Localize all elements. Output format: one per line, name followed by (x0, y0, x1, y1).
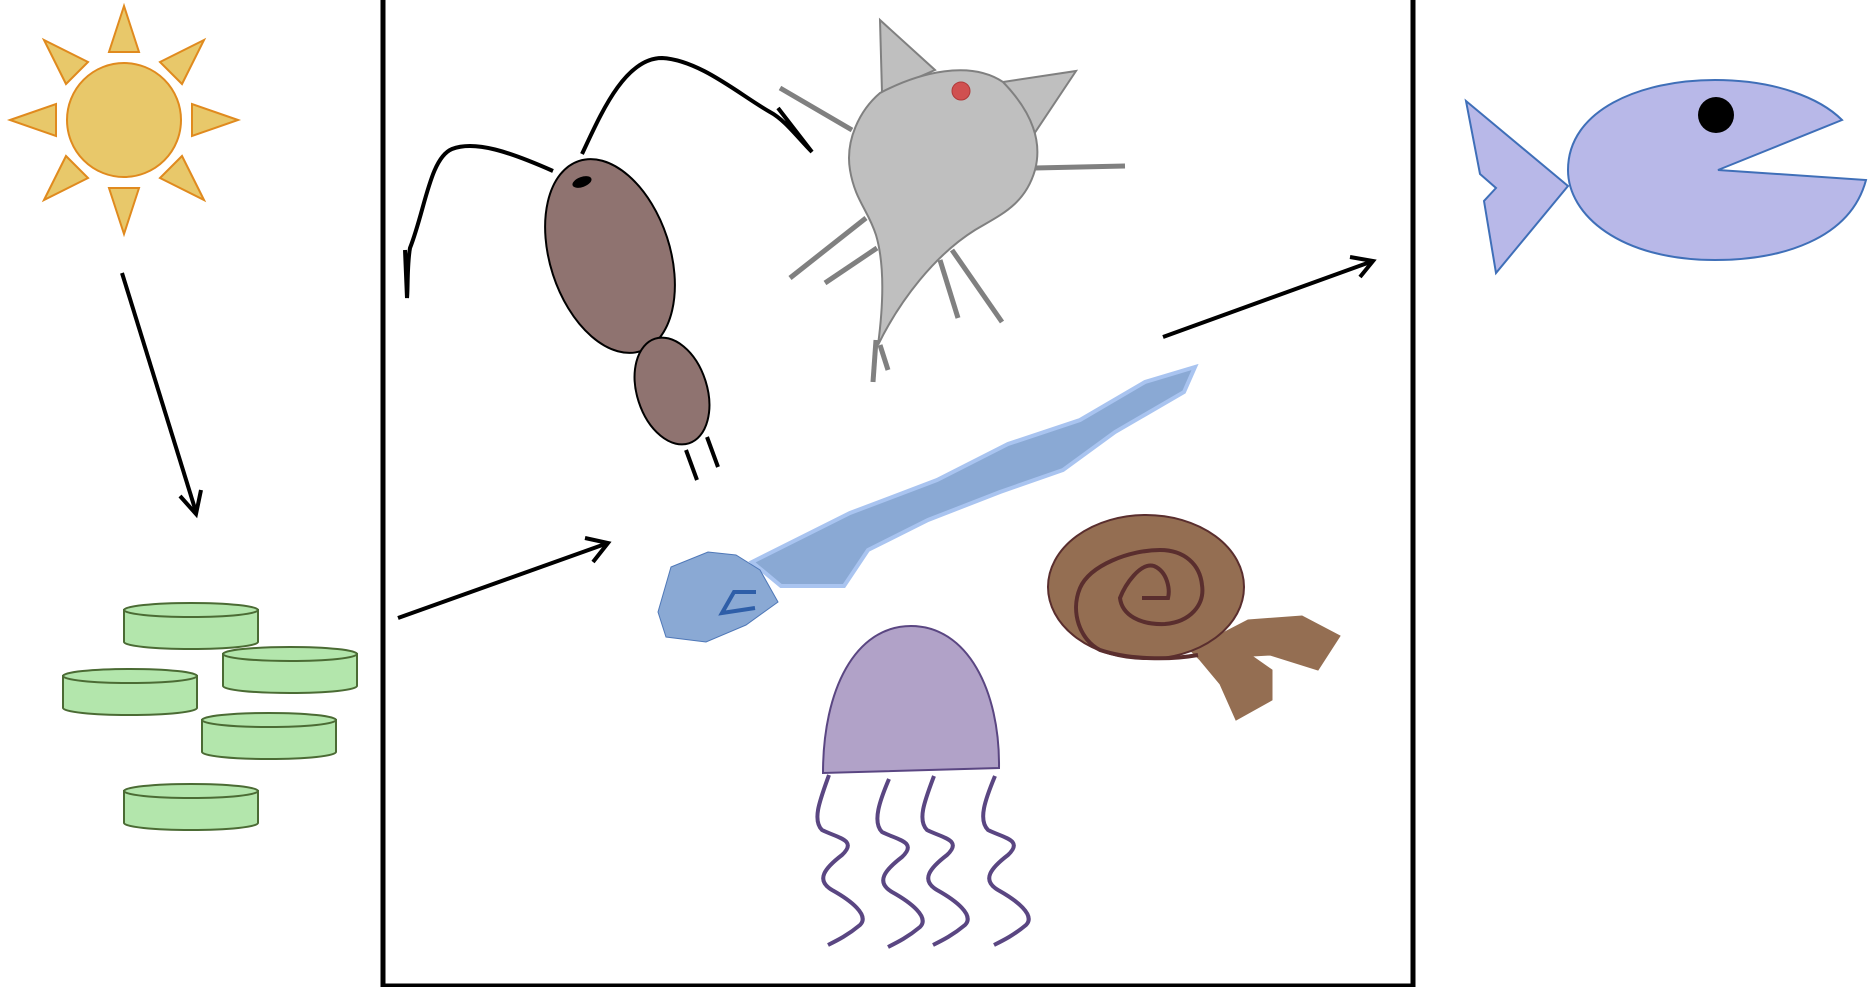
sun-icon (10, 6, 238, 234)
snail-icon (1048, 515, 1340, 720)
producer-disc (223, 647, 357, 693)
copepod-antenna-right (582, 58, 812, 154)
jellyfish-bell (823, 626, 999, 773)
fish-icon (1466, 80, 1866, 273)
jellyfish-tentacles (817, 775, 1028, 947)
fish-eye (1698, 97, 1734, 133)
crab-larva-eye (952, 82, 970, 100)
producer-disc (124, 603, 258, 649)
arrow-producers-to-consumers (398, 538, 608, 618)
sun-disc (67, 63, 181, 177)
copepod-antenna-left (405, 146, 553, 298)
copepod-leg (686, 450, 697, 480)
crab-larva-body (849, 70, 1037, 345)
producer-discs-icon (63, 603, 357, 830)
producer-disc (202, 713, 336, 759)
copepod-leg (707, 437, 718, 467)
fish-tail (1466, 101, 1568, 273)
arrow-consumers-to-predator (1163, 257, 1373, 337)
snail-shell (1048, 515, 1244, 659)
crab-larva-icon (780, 20, 1125, 382)
jellyfish-icon (817, 626, 1028, 947)
copepod-body (522, 142, 698, 369)
producer-disc (63, 669, 197, 715)
copepod-icon (405, 58, 812, 480)
arrow-sun-to-producers (122, 273, 201, 514)
producer-disc (124, 784, 258, 830)
